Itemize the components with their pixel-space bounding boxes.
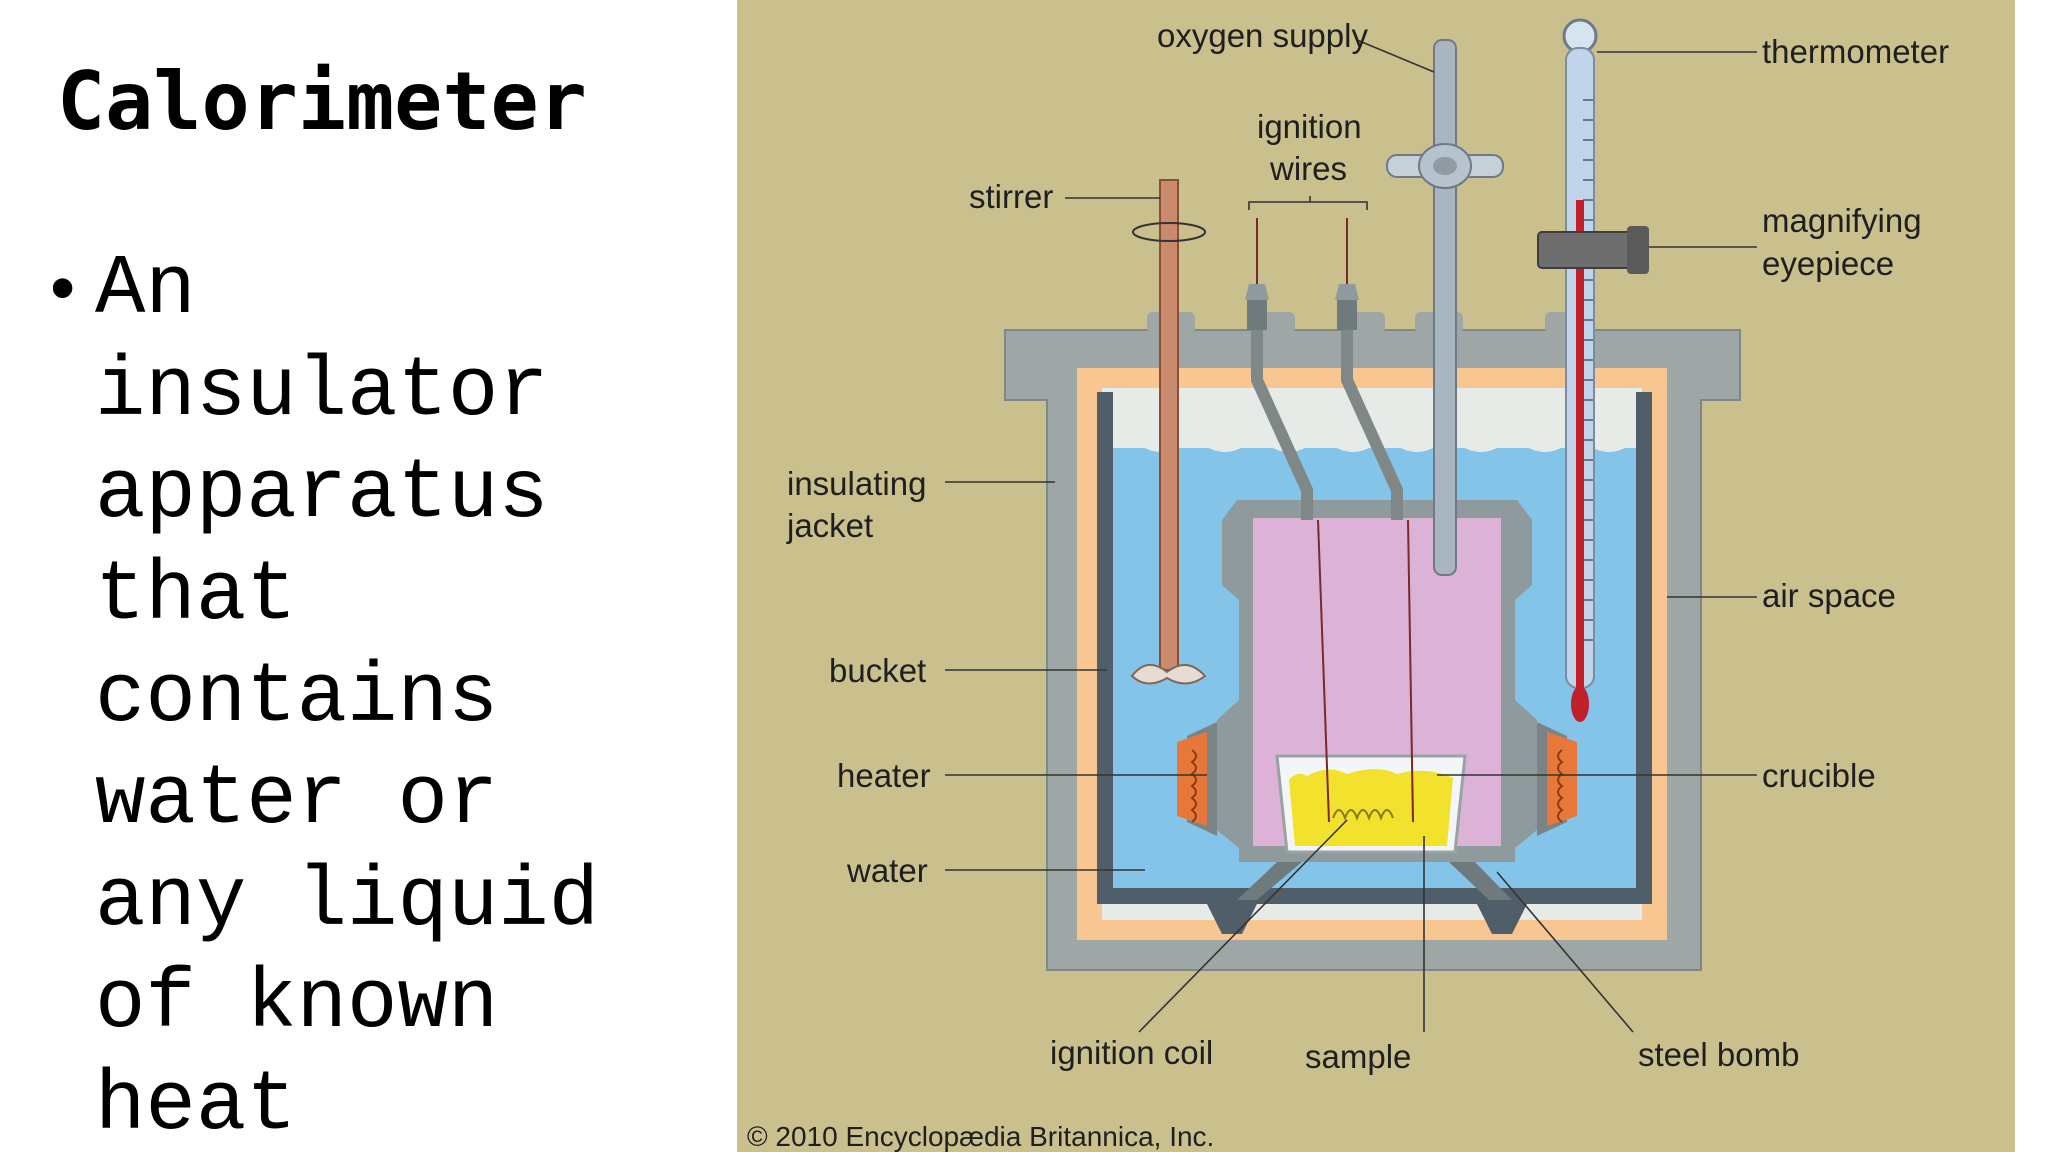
label-ignition-coil: ignition coil: [1050, 1034, 1213, 1071]
calorimeter-diagram: oxygen supply thermometer ignition wires…: [737, 0, 2015, 1152]
label-oxygen-supply: oxygen supply: [1157, 17, 1368, 54]
bullet-line: any liquid: [95, 855, 600, 950]
label-insulating-jacket-line1: insulating: [787, 465, 926, 502]
bullet-line: apparatus: [95, 447, 549, 542]
label-magnifying-eyepiece-line1: magnifying: [1762, 202, 1922, 239]
label-stirrer: stirrer: [969, 178, 1053, 215]
bullet-line: of known: [95, 957, 499, 1052]
crucible: [1275, 754, 1467, 854]
bullet-line: contains: [95, 651, 499, 746]
oxygen-supply-tube: [1386, 39, 1504, 576]
calorimeter-diagram-svg: oxygen supply thermometer ignition wires…: [747, 17, 1949, 1152]
bullet-text: An insulator apparatus that contains wat…: [95, 240, 735, 1152]
bullet-line: that: [95, 549, 297, 644]
bullet-marker: •: [50, 248, 76, 328]
magnifying-eyepiece: [1537, 226, 1649, 274]
label-air-space: air space: [1762, 577, 1896, 614]
bullet-line: An: [95, 243, 196, 338]
label-insulating-jacket-line2: jacket: [786, 507, 873, 544]
heater: [1177, 722, 1577, 836]
bucket-foot: [1477, 904, 1527, 934]
label-crucible: crucible: [1762, 757, 1876, 794]
stirrer: [1130, 179, 1207, 685]
label-steel-bomb: steel bomb: [1638, 1036, 1799, 1073]
bullet-line: heat: [95, 1059, 297, 1152]
label-thermometer: thermometer: [1762, 33, 1949, 70]
label-sample: sample: [1305, 1038, 1411, 1075]
ignition-wires: [1245, 218, 1414, 823]
label-heater: heater: [837, 757, 931, 794]
label-water: water: [846, 852, 928, 889]
leader-lines: [945, 39, 1757, 1033]
thermometer: [1562, 18, 1598, 722]
bullet-line: insulator: [95, 345, 549, 440]
label-ignition-wires-line2: wires: [1269, 150, 1347, 187]
copyright-credit: © 2010 Encyclopædia Britannica, Inc.: [747, 1121, 1214, 1152]
bucket-foot: [1207, 904, 1257, 934]
label-ignition-wires-line1: ignition: [1257, 108, 1362, 145]
label-magnifying-eyepiece-line2: eyepiece: [1762, 245, 1894, 282]
ignition-coil: [1332, 809, 1394, 821]
label-bucket: bucket: [829, 652, 926, 689]
slide-title: Calorimeter: [57, 55, 587, 148]
bullet-line: water or: [95, 753, 499, 848]
